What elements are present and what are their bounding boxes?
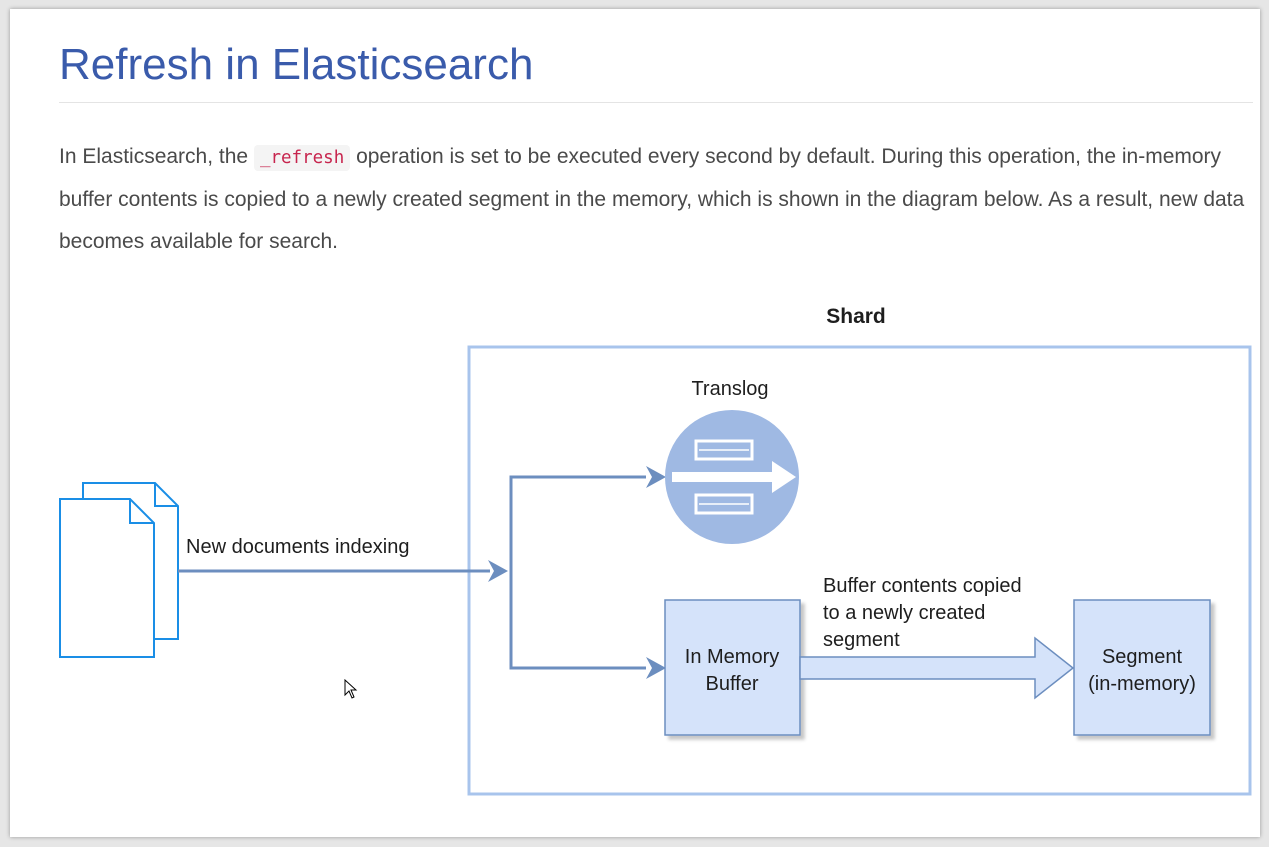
translog-label: Translog [691, 378, 768, 400]
intro-text-start: In Elasticsearch, the [59, 145, 254, 168]
translog-icon [665, 410, 799, 544]
branch-connector [509, 475, 646, 670]
refresh-code: _refresh [253, 145, 351, 171]
segment-label-line1: Segment [1102, 646, 1182, 668]
segment-box: Segment (in-memory) [1073, 599, 1211, 736]
indexing-arrow [178, 560, 508, 582]
buffer-label-line1: In Memory [685, 646, 779, 668]
copied-label-line1: Buffer contents copied [823, 575, 1022, 597]
translog-arrowhead [646, 466, 666, 488]
segment-label-line2: (in-memory) [1088, 673, 1196, 695]
indexing-label: New documents indexing [186, 536, 409, 558]
page-title: Refresh in Elasticsearch [59, 40, 534, 89]
buffer-label-line2: Buffer [706, 673, 759, 695]
shard-label: Shard [826, 305, 886, 328]
title-divider [59, 102, 1253, 103]
documents-icon [59, 482, 179, 658]
article-card: Refresh in Elasticsearch In Elasticsearc… [10, 9, 1260, 837]
refresh-diagram: Shard New documents indexing Translog [59, 305, 1252, 796]
mouse-cursor-icon [344, 679, 358, 699]
in-memory-buffer-box: In Memory Buffer [664, 599, 801, 736]
intro-paragraph: In Elasticsearch, the _refresh operation… [59, 136, 1253, 263]
intro-text-end: operation is set to be executed every se… [59, 145, 1245, 253]
copy-arrow [799, 636, 1075, 700]
copied-label-line3: segment [823, 629, 900, 651]
copied-label-line2: to a newly created [823, 602, 985, 624]
buffer-arrowhead [646, 657, 666, 679]
